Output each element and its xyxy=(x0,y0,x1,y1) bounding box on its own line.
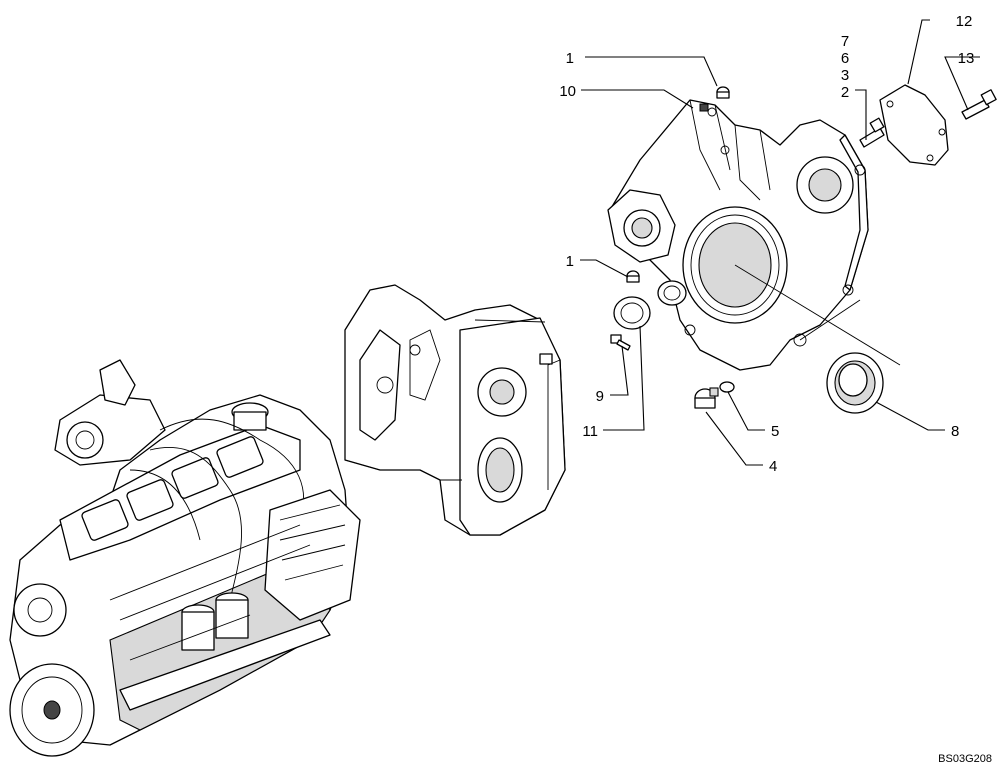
callout-3: 3 xyxy=(841,67,849,84)
callout-9: 9 xyxy=(596,388,604,405)
callout-13: 13 xyxy=(958,50,975,67)
engine-assembly xyxy=(9,359,361,757)
callout-10: 10 xyxy=(559,83,576,100)
callout-12: 12 xyxy=(956,13,973,30)
part-plug-mid xyxy=(626,270,640,283)
timing-gear-housing xyxy=(344,284,566,536)
callout-1-top: 1 xyxy=(566,50,574,67)
part-small-cover xyxy=(613,296,651,330)
callout-6: 6 xyxy=(841,50,849,67)
part-cover-plate xyxy=(879,84,949,166)
part-o-ring xyxy=(719,381,735,393)
callout-11: 11 xyxy=(582,423,598,440)
callout-2: 2 xyxy=(841,84,849,101)
callout-1-mid: 1 xyxy=(566,253,574,270)
leader-lines xyxy=(580,19,980,466)
part-bolt-plate xyxy=(961,89,997,120)
part-gasket xyxy=(657,280,687,306)
part-screw xyxy=(610,334,631,351)
callout-7: 7 xyxy=(841,33,849,50)
part-plug-top xyxy=(716,86,730,99)
drawing-code: BS03G208 xyxy=(938,753,992,765)
callout-labels: 1 10 7 6 3 2 12 13 1 9 11 5 4 8 xyxy=(559,13,974,475)
part-drain-plug xyxy=(694,387,719,409)
callout-4: 4 xyxy=(769,458,777,475)
part-bolt-cover xyxy=(859,117,885,148)
callout-5: 5 xyxy=(771,423,779,440)
callout-8: 8 xyxy=(951,423,959,440)
part-crank-seal xyxy=(826,352,884,414)
flywheel-housing xyxy=(607,99,869,371)
